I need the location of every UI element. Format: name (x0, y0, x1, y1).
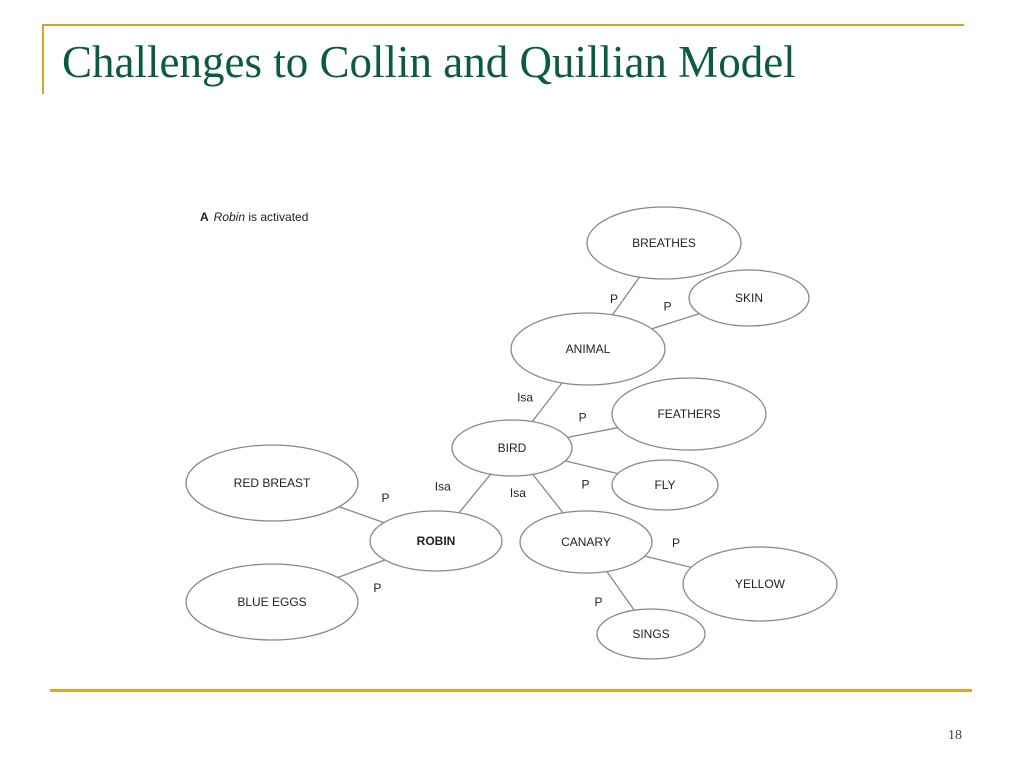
edge-animal-to-breathes (611, 276, 641, 316)
node-ellipse (451, 419, 573, 477)
edge-canary-to-sings (606, 571, 635, 611)
page-number: 18 (948, 728, 962, 743)
node-ellipse (611, 459, 719, 511)
node-fly: FLY (611, 459, 719, 511)
node-yellow: YELLOW (682, 546, 838, 622)
top-accent-line (44, 24, 964, 26)
caption-rest: is activated (245, 210, 309, 224)
edge-canary-to-yellow (644, 555, 692, 569)
diagram-caption: A Robin is activated (200, 210, 308, 224)
edge-label: P (672, 536, 680, 550)
node-ellipse (596, 608, 706, 660)
node-ellipse (185, 563, 359, 641)
node-sings: SINGS (596, 608, 706, 660)
node-ellipse (519, 510, 653, 574)
edge-canary-to-bird (532, 473, 564, 514)
node-label: BLUE EGGS (237, 595, 306, 609)
caption-letter: A (200, 210, 209, 224)
node-ellipse (586, 206, 742, 280)
edge-label: P (610, 292, 618, 306)
node-label: SINGS (632, 627, 669, 641)
node-label: YELLOW (735, 577, 786, 591)
node-label: ANIMAL (566, 342, 611, 356)
node-animal: ANIMAL (510, 312, 666, 386)
node-label: FEATHERS (657, 407, 720, 421)
edge-label: P (579, 411, 587, 425)
edge-bird-to-animal (531, 382, 563, 423)
node-canary: CANARY (519, 510, 653, 574)
edge-label: Isa (510, 486, 526, 500)
node-ellipse (688, 269, 810, 327)
node-ellipse (611, 377, 767, 451)
node-feathers: FEATHERS (611, 377, 767, 451)
edge-label: P (373, 581, 381, 595)
node-label: BIRD (498, 441, 527, 455)
edge-label: P (594, 595, 602, 609)
node-label: FLY (654, 478, 675, 492)
edge-animal-to-skin (651, 313, 700, 330)
edge-bird-to-fly (565, 460, 618, 475)
edge-label: P (664, 299, 672, 313)
edge-label: P (582, 477, 590, 491)
node-ellipse (369, 510, 503, 572)
edge-robin-to-bird (458, 473, 492, 514)
node-breathes: BREATHES (586, 206, 742, 280)
caption-emphasis: Robin (213, 210, 246, 224)
node-robin: ROBIN (369, 510, 503, 572)
node-label: BREATHES (632, 236, 696, 250)
node-skin: SKIN (688, 269, 810, 327)
node-label: RED BREAST (234, 476, 311, 490)
slide-title: Challenges to Collin and Quillian Model (62, 37, 796, 87)
node-blue-eggs: BLUE EGGS (185, 563, 359, 641)
edge-robin-to-red-breast (338, 506, 385, 524)
edge-bird-to-feathers (567, 427, 618, 438)
node-label: CANARY (561, 535, 611, 549)
bottom-accent-line (50, 689, 972, 692)
edge-label: Isa (517, 390, 533, 404)
node-label: SKIN (735, 291, 763, 305)
node-red-breast: RED BREAST (185, 444, 359, 522)
node-ellipse (682, 546, 838, 622)
node-label: ROBIN (417, 534, 456, 548)
node-ellipse (510, 312, 666, 386)
node-ellipse (185, 444, 359, 522)
edge-label: Isa (435, 480, 451, 494)
nodes-group: BREATHES SKIN ANIMAL FEATHERS BIRD FLY RED BRE… (185, 206, 838, 660)
node-bird: BIRD (451, 419, 573, 477)
left-accent-line (42, 24, 44, 94)
edge-label: P (382, 491, 390, 505)
edge-robin-to-blue-eggs (337, 559, 386, 579)
